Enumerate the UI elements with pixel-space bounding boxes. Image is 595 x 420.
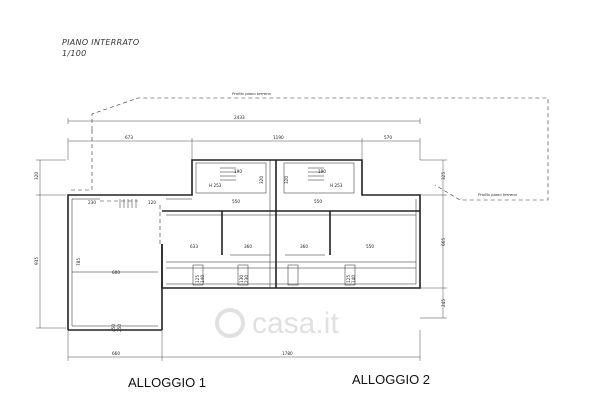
unit-label-1: ALLOGGIO 1 <box>128 375 206 390</box>
dim-room-550-right: 550 <box>314 199 322 204</box>
plan-title: PIANO INTERRATO <box>62 38 139 47</box>
dim-room-550-left: 550 <box>232 199 240 204</box>
dim-bottom-left: 660 <box>112 351 120 356</box>
dim-right-middle: 665 <box>441 238 446 246</box>
ground-floor-profile <box>70 97 549 201</box>
stair-treads <box>119 167 324 208</box>
dim-550-far: 550 <box>366 244 374 249</box>
profile-label-top: Profilo piano terreno <box>232 91 272 96</box>
dim-130: 130 <box>239 275 244 283</box>
dim-total-top: 2433 <box>234 115 245 120</box>
dim-left-upper: 320 <box>34 172 39 180</box>
dim-230: 230 <box>88 200 96 205</box>
dim-right-upper: 325 <box>441 172 446 180</box>
dim-stair-width-right: 190 <box>318 169 326 174</box>
watermark-text: casa.it <box>252 307 339 340</box>
dim-360-right: 360 <box>300 244 308 249</box>
dim-450: 450 <box>111 324 116 332</box>
bottom-dimension-lines <box>67 330 421 361</box>
dim-left-lower: 935 <box>34 257 39 265</box>
plan-scale: 1/100 <box>62 49 87 58</box>
unit-label-2: ALLOGGIO 2 <box>352 372 430 387</box>
dim-230-b: 230 <box>244 275 249 283</box>
dim-right-lower: 245 <box>441 299 446 307</box>
dim-stair-width-left: 190 <box>234 169 242 174</box>
dim-600: 600 <box>112 270 120 275</box>
dim-top-right: 570 <box>384 135 392 140</box>
profile-label-right: Profilo piano terreno <box>478 192 518 197</box>
dim-785: 785 <box>76 258 81 266</box>
top-dimension-lines <box>67 118 421 160</box>
dim-360-left: 360 <box>244 244 252 249</box>
dim-stair-side-right: 320 <box>284 176 289 184</box>
watermark: casa.it <box>215 307 339 340</box>
dim-stair-side-left: 320 <box>259 176 264 184</box>
dim-top-left: 673 <box>125 135 133 140</box>
right-dimension-lines <box>420 159 447 319</box>
dim-bottom-right: 1780 <box>282 351 293 356</box>
dim-125-b: 125 <box>346 275 351 283</box>
dim-250: 250 <box>117 324 122 332</box>
left-dimension-lines <box>36 159 66 329</box>
building-walls <box>67 159 421 331</box>
dim-125-a: 125 <box>195 275 200 283</box>
height-left: H 253 <box>209 183 222 188</box>
dim-140-b: 140 <box>351 275 356 283</box>
height-right: H 253 <box>330 183 343 188</box>
dim-top-middle: 1190 <box>273 135 284 140</box>
dim-140-a: 140 <box>200 275 205 283</box>
dim-633: 633 <box>190 244 198 249</box>
dim-120: 120 <box>148 200 156 205</box>
